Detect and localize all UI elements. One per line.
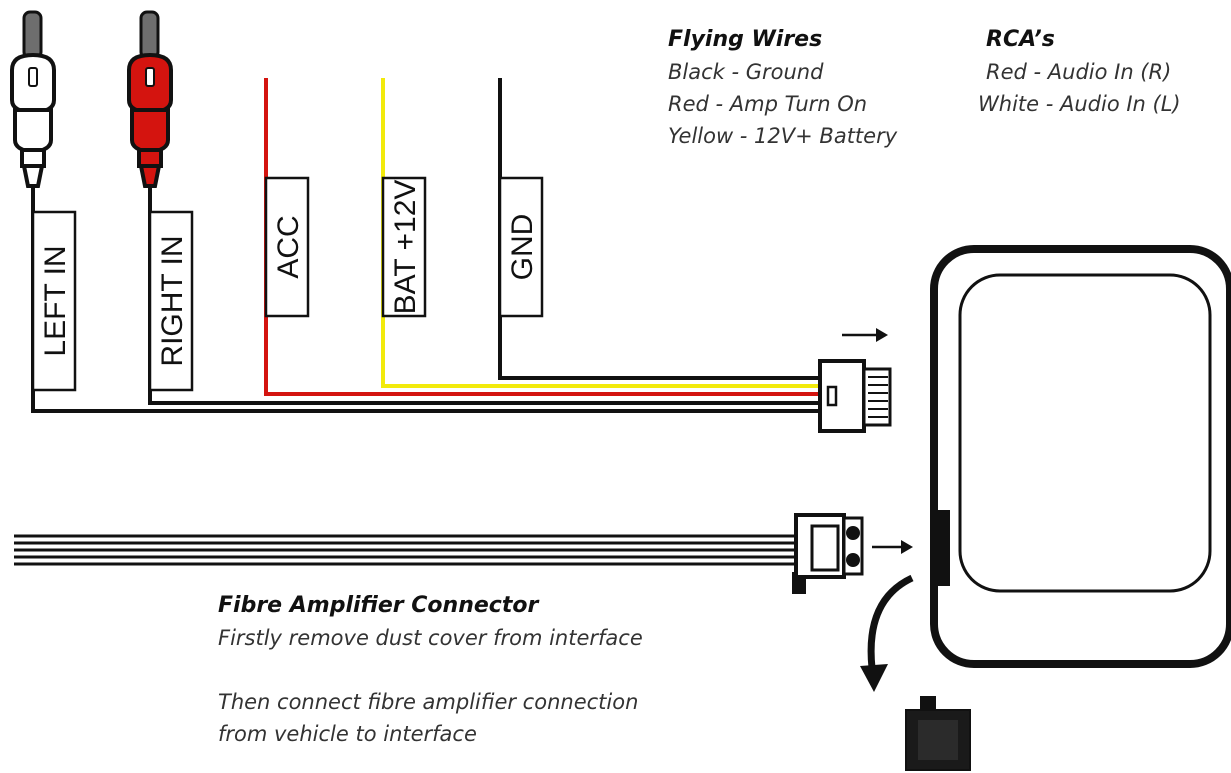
harness-connector [818,359,892,433]
label-bat: BAT +12V [389,180,422,315]
flying-wires-line: Black - Ground [668,60,824,84]
rca-plug-right [127,10,173,188]
fibre-wires [14,534,796,566]
flying-wires-note: Flying Wires Black - Ground Red - Amp Tu… [668,24,897,152]
arrow-right-icon [872,540,913,554]
fibre-connector [792,513,864,594]
arrow-right-icon [842,328,888,342]
fibre-heading: Fibre Amplifier Connector [218,593,539,618]
label-box-acc: ACC [264,176,310,318]
flying-wires-line: Red - Amp Turn On [668,92,868,116]
rcas-line: White - Audio In (L) [978,92,1181,116]
dust-cover [905,696,971,771]
label-left-in: LEFT IN [39,245,72,356]
fibre-note: Fibre Amplifier Connector Firstly remove… [218,590,643,750]
flying-wires-line: Yellow - 12V+ Battery [668,124,898,148]
rcas-note: RCA’s Red - Audio In (R) White - Audio I… [978,24,1181,120]
label-box-gnd: GND [498,176,544,318]
label-acc: ACC [272,215,305,278]
rca-plug-left [10,10,56,188]
label-box-right-in: RIGHT IN [148,210,194,392]
rcas-heading: RCA’s [986,27,1055,52]
fibre-line: Firstly remove dust cover from interface [218,626,643,650]
label-box-bat: BAT +12V [381,176,427,318]
wire-right [148,185,820,405]
label-right-in: RIGHT IN [156,235,189,366]
label-gnd: GND [506,214,539,281]
flying-wires-heading: Flying Wires [668,27,823,52]
fibre-line: Then connect fibre amplifier connection [218,690,639,714]
curved-arrow-icon [860,574,914,692]
rcas-line: Red - Audio In (R) [986,60,1172,84]
label-box-left-in: LEFT IN [31,210,77,392]
fibre-line: from vehicle to interface [218,722,477,746]
interface-module [930,245,1231,668]
